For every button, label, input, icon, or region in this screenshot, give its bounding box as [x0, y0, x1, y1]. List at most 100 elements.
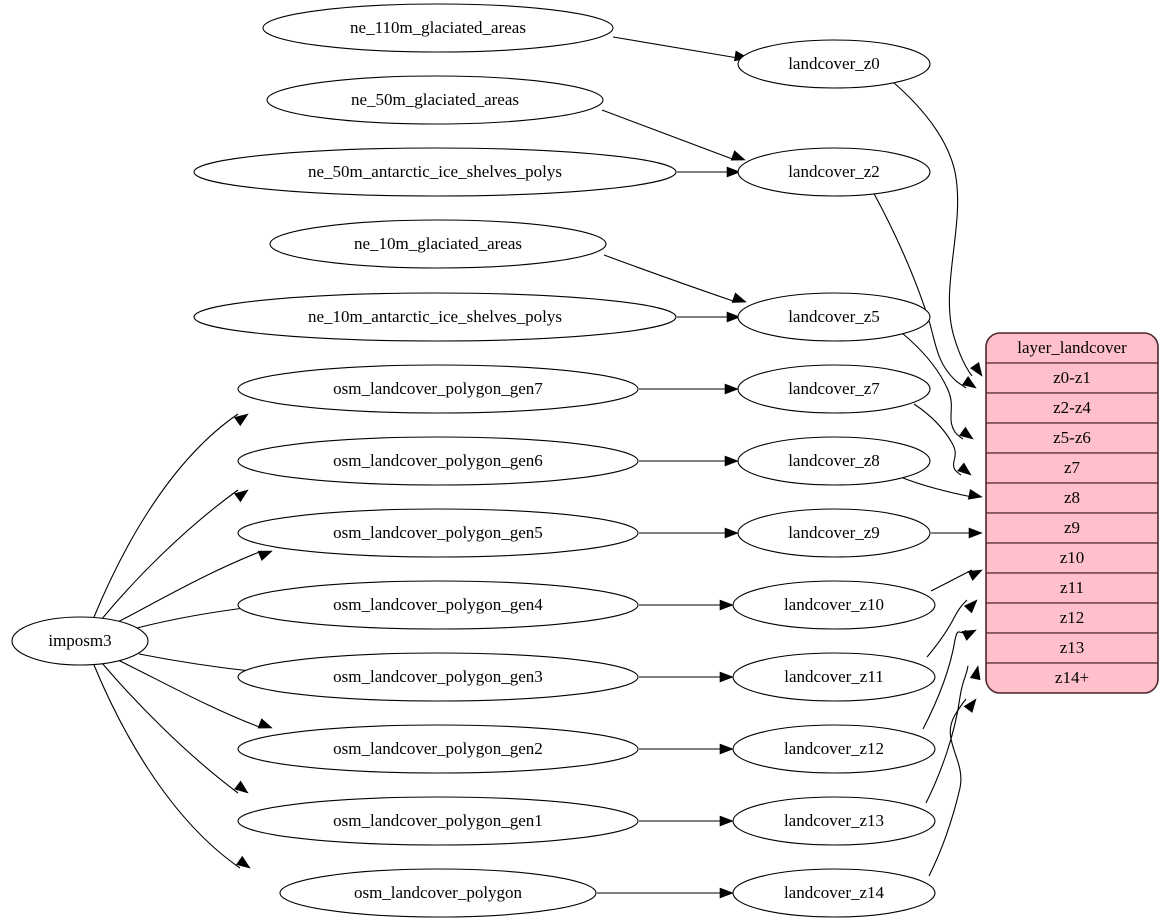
edge-osm_gen3-to-lc_z11: [639, 671, 734, 683]
table-row[interactable]: z11: [986, 572, 1158, 604]
table-row-cell[interactable]: [986, 602, 1158, 634]
table-row[interactable]: z7: [986, 452, 1158, 484]
osm-node-ellipse[interactable]: [237, 796, 639, 846]
table-row[interactable]: z10: [986, 542, 1158, 574]
edge-line: [922, 629, 967, 730]
node-osm_gen4[interactable]: osm_landcover_polygon_gen4: [237, 580, 639, 630]
node-osm_gen2[interactable]: osm_landcover_polygon_gen2: [237, 724, 639, 774]
table-row-cell[interactable]: [986, 632, 1158, 664]
osm-node-ellipse[interactable]: [237, 364, 639, 414]
edge-osm_poly-to-lc_z14: [597, 887, 734, 899]
node-lc_z9[interactable]: landcover_z9: [737, 508, 931, 558]
arrowhead-icon: [236, 855, 251, 869]
landcover-node-ellipse[interactable]: [737, 436, 931, 486]
osm-node-ellipse[interactable]: [279, 868, 597, 918]
landcover-node-ellipse[interactable]: [732, 580, 936, 630]
node-lc_z0[interactable]: landcover_z0: [737, 39, 931, 89]
edge-lc_z14-to-row_z14: [928, 698, 977, 877]
edge-osm_gen1-to-lc_z13: [639, 815, 734, 827]
natural-earth-node-ellipse[interactable]: [269, 219, 607, 269]
table-row[interactable]: z12: [986, 602, 1158, 634]
source-node-ellipse[interactable]: [11, 616, 149, 666]
natural-earth-node-ellipse[interactable]: [193, 292, 677, 342]
table-row[interactable]: z14+: [986, 662, 1158, 693]
arrowhead-icon: [234, 489, 249, 503]
arrowhead-icon: [961, 629, 977, 641]
osm-node-ellipse[interactable]: [237, 652, 639, 702]
osm-node-ellipse[interactable]: [237, 724, 639, 774]
node-osm_gen5[interactable]: osm_landcover_polygon_gen5: [237, 508, 639, 558]
table-row[interactable]: z0-z1: [986, 362, 1158, 394]
table-row-cell[interactable]: [986, 362, 1158, 394]
edge-lc_z8-to-row_z8: [902, 477, 983, 500]
node-ne110ga[interactable]: ne_110m_glaciated_areas: [262, 3, 614, 53]
edge-osm_gen7-to-lc_z7: [639, 383, 739, 395]
table-row[interactable]: z13: [986, 632, 1158, 664]
node-osm_poly[interactable]: osm_landcover_polygon: [279, 868, 597, 918]
landcover-node-ellipse[interactable]: [732, 724, 936, 774]
osm-node-ellipse[interactable]: [237, 580, 639, 630]
landcover-node-ellipse[interactable]: [732, 652, 936, 702]
edge-line: [100, 489, 239, 621]
table-row[interactable]: z2-z4: [986, 392, 1158, 424]
landcover-node-ellipse[interactable]: [737, 364, 931, 414]
table-outline: [985, 332, 1159, 694]
table-row[interactable]: z9: [986, 512, 1158, 544]
table-row-cell[interactable]: [986, 482, 1158, 514]
table-row-cell[interactable]: [986, 542, 1158, 574]
table-row[interactable]: z8: [986, 482, 1158, 514]
node-osm_gen1[interactable]: osm_landcover_polygon_gen1: [237, 796, 639, 846]
landcover-node-ellipse[interactable]: [732, 868, 936, 918]
node-ne50ga[interactable]: ne_50m_glaciated_areas: [266, 75, 604, 125]
node-lc_z11[interactable]: landcover_z11: [732, 652, 936, 702]
natural-earth-node-ellipse[interactable]: [262, 3, 614, 53]
natural-earth-node-ellipse[interactable]: [193, 147, 677, 197]
node-lc_z7[interactable]: landcover_z7: [737, 364, 931, 414]
table-row-cell[interactable]: [986, 422, 1158, 454]
landcover-node-ellipse[interactable]: [737, 147, 931, 197]
edge-lc_z11-to-row_z11: [926, 599, 978, 658]
node-ne10ga[interactable]: ne_10m_glaciated_areas: [269, 219, 607, 269]
node-osm_gen6[interactable]: osm_landcover_polygon_gen6: [237, 436, 639, 486]
arrowhead-icon: [719, 887, 734, 899]
edge-osm_gen6-to-lc_z8: [639, 455, 739, 467]
node-lc_z14[interactable]: landcover_z14: [732, 868, 936, 918]
edge-ne50ga-to-lc_z2: [601, 109, 746, 161]
table-row-cell[interactable]: [986, 512, 1158, 544]
table-row-cell[interactable]: [986, 662, 1158, 693]
table-row[interactable]: z5-z6: [986, 422, 1158, 454]
edge-ne110ga-to-lc_z0: [612, 36, 749, 62]
arrowhead-icon: [961, 376, 977, 389]
osm-node-ellipse[interactable]: [237, 436, 639, 486]
arrowhead-icon: [968, 527, 983, 539]
node-lc_z2[interactable]: landcover_z2: [737, 147, 931, 197]
node-osm_gen7[interactable]: osm_landcover_polygon_gen7: [237, 364, 639, 414]
osm-node-ellipse[interactable]: [237, 508, 639, 558]
landcover-node-ellipse[interactable]: [737, 292, 931, 342]
edge-imposm3-to-osm_gen7: [93, 413, 249, 618]
node-lc_z8[interactable]: landcover_z8: [737, 436, 931, 486]
arrowhead-icon: [719, 671, 734, 683]
node-ne50aisp[interactable]: ne_50m_antarctic_ice_shelves_polys: [193, 147, 677, 197]
node-osm_gen3[interactable]: osm_landcover_polygon_gen3: [237, 652, 639, 702]
node-lc_z10[interactable]: landcover_z10: [732, 580, 936, 630]
arrowhead-icon: [719, 815, 734, 827]
landcover-node-ellipse[interactable]: [737, 39, 931, 89]
node-ne10aisp[interactable]: ne_10m_antarctic_ice_shelves_polys: [193, 292, 677, 342]
table-row-cell[interactable]: [986, 392, 1158, 424]
node-lc_z12[interactable]: landcover_z12: [732, 724, 936, 774]
natural-earth-node-ellipse[interactable]: [266, 75, 604, 125]
edge-osm_gen2-to-lc_z12: [639, 743, 734, 755]
table-row-cell[interactable]: [986, 452, 1158, 484]
edge-lc_z13-to-row_z13: [925, 665, 981, 804]
node-lc_z5[interactable]: landcover_z5: [737, 292, 931, 342]
landcover-node-ellipse[interactable]: [737, 508, 931, 558]
edge-line: [101, 662, 239, 794]
landcover-node-ellipse[interactable]: [732, 796, 936, 846]
arrowhead-icon: [726, 166, 741, 178]
table-row-cell[interactable]: [986, 572, 1158, 604]
node-lc_z13[interactable]: landcover_z13: [732, 796, 936, 846]
node-layer: imposm3 ne_110m_glaciated_areas ne_50m_gla…: [11, 3, 936, 918]
node-imposm3[interactable]: imposm3: [11, 616, 149, 666]
arrowhead-icon: [967, 489, 983, 500]
